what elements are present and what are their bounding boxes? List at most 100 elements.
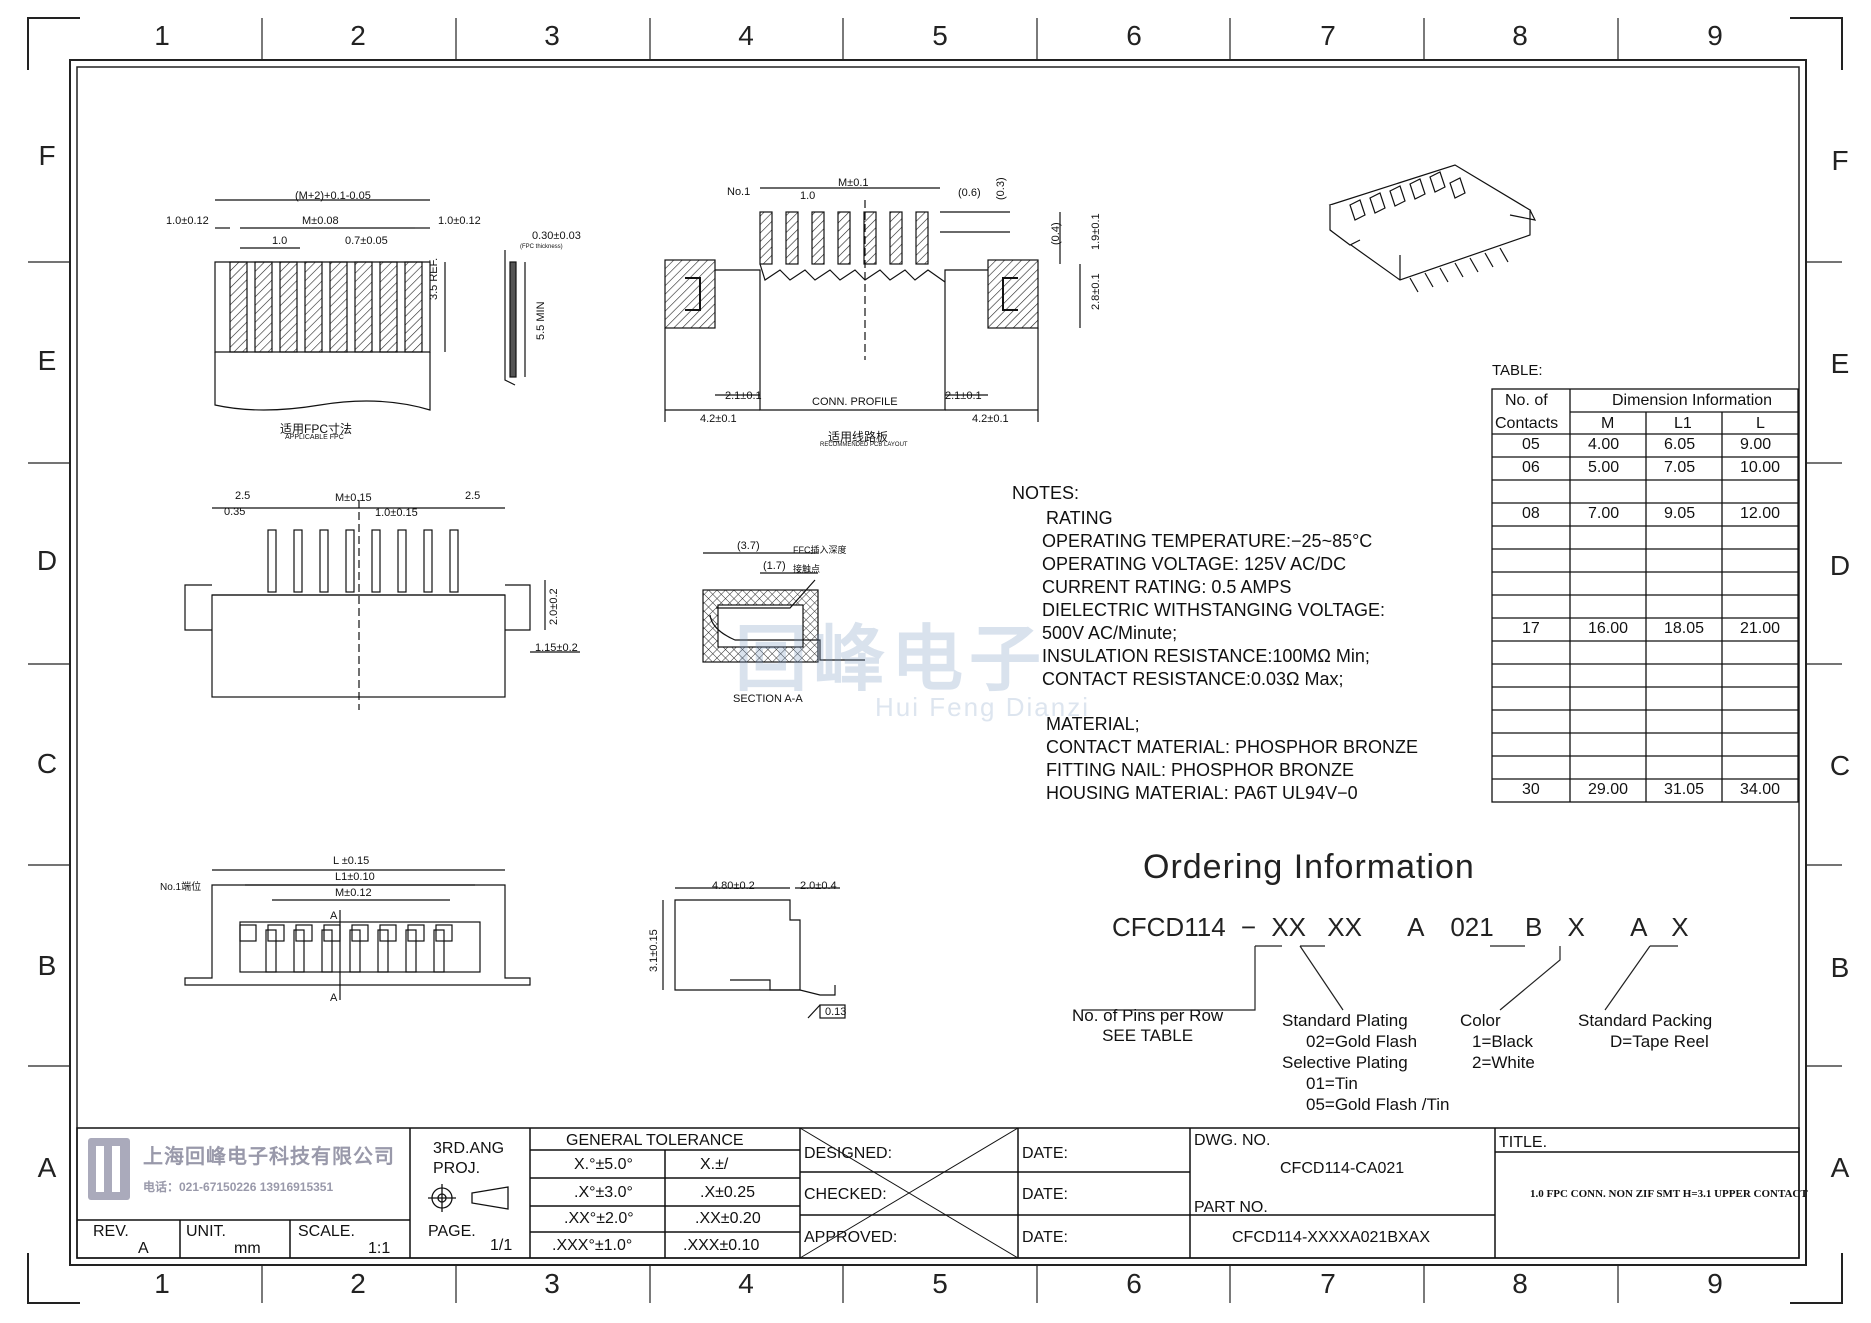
table-cell-contacts: 30	[1522, 781, 1540, 798]
company-name: 上海回峰电子科技有限公司	[143, 1146, 395, 1168]
table-cell-contacts: 08	[1522, 505, 1540, 522]
table-cell-dim: 4.00	[1588, 436, 1620, 453]
zone-col: 9	[1707, 20, 1723, 51]
section-lock-note: 接触点	[793, 564, 821, 574]
ordering-code: CFCD114 − XX XX A 021 B X A X	[1112, 912, 1689, 943]
pcb-dim-42b: 4.2±0.1	[972, 413, 1009, 425]
notes-line: INSULATION RESISTANCE:100MΩ Min;	[1042, 646, 1370, 666]
notes-line: CURRENT RATING: 0.5 AMPS	[1042, 577, 1292, 597]
front-dim-25b: 2.5	[465, 490, 481, 502]
front-dim-25a: 2.5	[235, 490, 251, 502]
unit-value: mm	[234, 1240, 261, 1257]
table-label: TABLE:	[1492, 362, 1543, 379]
zone-col: 4	[738, 1268, 754, 1299]
pcb-dim-21b: 2.1±0.1	[945, 390, 982, 402]
pcb-dim-06: (0.6)	[958, 187, 981, 199]
ordering-packing: Standard Packing D=Tape Reel	[1578, 1010, 1712, 1052]
code-part: X	[1671, 912, 1689, 942]
code-part: −	[1240, 912, 1257, 942]
company-logo-mark	[88, 1138, 130, 1200]
notes-block: NOTES: RATING OPERATING TEMPERATURE:−25~…	[1012, 482, 1418, 805]
section-dim-17: (1.7)	[763, 560, 786, 572]
fpc-dim-total: (M+2)+0.1-0.05	[295, 190, 371, 202]
top-dim-L1: L1±0.10	[335, 871, 375, 883]
fpc-view	[214, 199, 446, 411]
fpc-dim-left: 1.0±0.12	[166, 215, 209, 227]
front-dim-20: 2.0±0.2	[548, 588, 560, 625]
code-part: CFCD114	[1112, 912, 1226, 942]
company-phone: 电话：021-67150226 13916915351	[143, 1180, 334, 1194]
part-label: PART NO.	[1194, 1199, 1268, 1216]
plating-line: 01=Tin	[1306, 1074, 1358, 1093]
table-col-m: M	[1601, 415, 1615, 432]
notes-line: 500V AC/Minute;	[1042, 623, 1178, 643]
dimension-table-lines	[1491, 388, 1799, 803]
zone-col: 9	[1707, 1268, 1723, 1299]
table-cell-contacts: 05	[1522, 436, 1540, 453]
code-part: XX	[1327, 912, 1362, 942]
zone-col: 7	[1320, 20, 1336, 51]
table-header-contacts-2: Contacts	[1495, 415, 1559, 432]
table-cell-dim: 29.00	[1588, 781, 1629, 798]
ordering-pins-value: SEE TABLE	[1102, 1026, 1194, 1045]
iso-view	[1328, 164, 1537, 293]
plating-line: 05=Gold Flash /Tin	[1306, 1095, 1450, 1114]
zone-row: B	[1830, 952, 1850, 983]
table-cell-dim: 5.00	[1588, 459, 1620, 476]
section-view	[702, 552, 865, 663]
side-dim-w2: 2.0±0.4	[800, 880, 837, 892]
fpc-thickness-note: (FPC thickness)	[520, 244, 563, 250]
table-cell-dim: 6.05	[1664, 436, 1696, 453]
date-label: DATE:	[1022, 1229, 1068, 1246]
notes-heading: NOTES:	[1012, 483, 1080, 503]
tolerance-cell: .XX±0.20	[695, 1210, 761, 1227]
pcb-dim-19: 1.9±0.1	[1090, 213, 1102, 250]
title-block-lines	[76, 1127, 1800, 1259]
front-dim-span: M±0.15	[335, 492, 372, 504]
fpc-dim-right: 1.0±0.12	[438, 215, 481, 227]
zone-col: 2	[350, 20, 366, 51]
checked-label: CHECKED:	[804, 1186, 887, 1203]
fpc-dim-length: 3.5 REF.	[428, 257, 440, 300]
top-view	[184, 869, 531, 1000]
scale-label: SCALE.	[298, 1223, 355, 1240]
projection-line: PROJ.	[433, 1160, 481, 1177]
fpc-dim-span: M±0.08	[302, 215, 339, 227]
projection-line: 3RD.ANG	[433, 1140, 505, 1157]
tolerance-cell: .X±0.25	[700, 1184, 756, 1201]
zone-row: D	[1829, 550, 1851, 581]
fpc-caption-en: APPLICABLE FPC	[285, 434, 344, 441]
pcb-dim-21a: 2.1±0.1	[725, 390, 762, 402]
designed-label: DESIGNED:	[804, 1145, 893, 1162]
plating-line: Selective Plating	[1282, 1053, 1408, 1072]
notes-line: DIELECTRIC WITHSTANGING VOLTAGE:	[1042, 600, 1386, 620]
zone-col: 8	[1512, 1268, 1528, 1299]
front-dim-035: 0.35	[224, 506, 246, 518]
fpc-dim-contact: 0.7±0.05	[345, 235, 388, 247]
side-dim-w: 4.80±0.2	[712, 880, 755, 892]
watermark-en: Hui Feng Dianzi	[875, 692, 1090, 722]
pcb-caption-en: RECOMMENDED PCB LAYOUT	[820, 442, 908, 448]
table-cell-dim: 31.05	[1664, 781, 1705, 798]
ordering-pins-label: No. of Pins per Row	[1072, 1006, 1224, 1025]
code-part: XX	[1271, 912, 1307, 942]
zone-row: B	[37, 950, 57, 981]
front-dim-pitch: 1.0±0.15	[375, 507, 418, 519]
zone-row: C	[36, 748, 58, 779]
pcb-dim-pitch: 1.0	[800, 190, 816, 202]
zone-row: D	[36, 545, 58, 576]
zone-col: 2	[350, 1268, 366, 1299]
packing-line: D=Tape Reel	[1610, 1032, 1709, 1051]
zone-row: F	[1831, 145, 1849, 176]
zone-col: 6	[1126, 20, 1142, 51]
packing-line: Standard Packing	[1578, 1011, 1713, 1030]
table-header-dim: Dimension Information	[1612, 392, 1773, 409]
section-ffc-note: FFC插入深度	[793, 545, 847, 555]
tolerance-cell: .X°±3.0°	[574, 1184, 633, 1201]
table-col-l1: L1	[1674, 415, 1692, 432]
part-number: CFCD114-XXXXA021BXAX	[1232, 1229, 1431, 1246]
material-line: FITTING NAIL: PHOSPHOR BRONZE	[1046, 760, 1355, 780]
zone-row: E	[1830, 348, 1850, 379]
top-no1: No.1端位	[160, 882, 202, 893]
